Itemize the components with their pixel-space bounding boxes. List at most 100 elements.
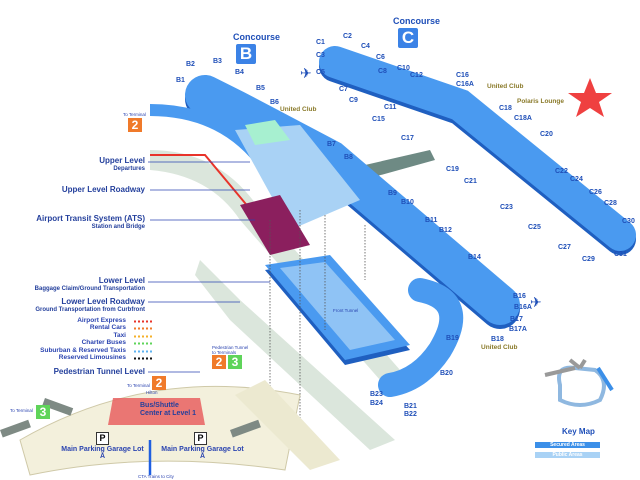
key-map-diagram — [544, 358, 614, 407]
legend-suburban-taxis: Suburban & Reserved Taxis — [40, 347, 126, 354]
legend-limousines: Reserved Limousines — [58, 354, 126, 361]
concourse-b-heading: Concourse — [233, 32, 281, 42]
gate-label: B24 — [370, 400, 383, 407]
concourse-b-tip — [378, 278, 464, 397]
ats-label: Airport Transit System (ATS) — [36, 214, 145, 223]
gate-label: C18A — [514, 115, 532, 122]
concourse-b-badge: B — [236, 44, 256, 64]
terminal-2-badge[interactable]: 2 — [128, 118, 142, 132]
gate-label: C17 — [401, 135, 414, 142]
gate-label: C9 — [349, 97, 358, 104]
gate-label: C2 — [343, 33, 352, 40]
gate-label: B10 — [401, 199, 414, 206]
hilton-label: Hilton — [146, 390, 158, 395]
gate-label: C10 — [397, 65, 410, 72]
gate-label: C30 — [622, 218, 635, 225]
legend-swatch — [133, 350, 153, 353]
front-tunnel-label: Front Tunnel — [333, 308, 359, 313]
gate-label: B17A — [509, 326, 527, 333]
gate-label: B11 — [425, 217, 438, 224]
legend-rental-cars: Rental Cars — [89, 324, 126, 331]
key-map-title: Key Map — [562, 427, 595, 436]
terminal-2-badge[interactable]: 2 — [152, 376, 166, 390]
airplane-icon: ✈ — [300, 65, 312, 81]
gate-label: B16 — [513, 293, 526, 300]
legend-charter-buses: Charter Buses — [81, 339, 126, 346]
concourse-c — [319, 46, 636, 251]
gate-label: B21 — [404, 403, 417, 410]
lower-level-inner — [280, 262, 395, 350]
garage-right-label: Main Parking Garage Lot A — [161, 446, 244, 460]
terminal-2-badge[interactable]: 2 — [212, 355, 226, 369]
legend-swatch — [133, 342, 153, 345]
to-terminal-label: To Terminal — [123, 112, 146, 117]
secured-areas-key: Secured Areas — [535, 442, 600, 448]
gate-label: B9 — [388, 190, 397, 197]
gate-label: C23 — [500, 204, 513, 211]
gate-label: B18 — [491, 336, 504, 343]
gate-label: C11 — [384, 104, 397, 111]
gate-label: C15 — [372, 116, 385, 123]
united-club-label: United Club — [487, 83, 524, 90]
gate-label: B3 — [213, 58, 222, 65]
lower-roadway — [195, 260, 395, 450]
gate-label: B23 — [370, 391, 383, 398]
gate-label: C4 — [361, 43, 370, 50]
bus-shuttle-center-label: Bus/Shuttle Center at Level 1 — [140, 402, 197, 417]
gate-label: C8 — [378, 68, 387, 75]
gate-label: C5 — [316, 69, 325, 76]
gate-label: C31 — [614, 251, 627, 258]
gate-label: B19 — [446, 335, 459, 342]
gate-label: C20 — [540, 131, 553, 138]
upper-curb-line — [150, 154, 256, 216]
parking-icon: P — [96, 432, 109, 445]
legend-swatch — [133, 357, 153, 360]
united-club-label: United Club — [280, 106, 317, 113]
gate-label: C16 — [456, 72, 469, 79]
legend-swatch — [133, 327, 153, 330]
upper-level-area — [235, 125, 360, 230]
upper-level-label: Upper Level — [99, 156, 145, 165]
gate-label: B20 — [440, 370, 453, 377]
gate-label: C21 — [464, 178, 477, 185]
gate-label: C6 — [376, 54, 385, 61]
upper-level-green — [245, 120, 290, 145]
gate-label: C26 — [589, 189, 602, 196]
terminal-3-badge[interactable]: 3 — [36, 405, 50, 419]
gate-label: C12 — [410, 72, 423, 79]
gate-label: B6 — [270, 99, 279, 106]
gate-label: B4 — [235, 69, 244, 76]
gate-label: B7 — [327, 141, 336, 148]
gate-label: C16A — [456, 81, 474, 88]
gate-label: C3 — [316, 52, 325, 59]
ats-sub: Station and Bridge — [91, 224, 145, 230]
concourse-c-badge: C — [398, 28, 418, 48]
lower-level-label: Lower Level — [98, 276, 145, 285]
gate-label: C24 — [570, 176, 583, 183]
legend-swatch — [133, 335, 153, 338]
ats-station — [240, 195, 310, 255]
united-club-label: United Club — [481, 344, 518, 351]
terminal-3-badge[interactable]: 3 — [228, 355, 242, 369]
legend-swatch — [133, 320, 153, 323]
legend-airport-express: Airport Express — [77, 317, 126, 324]
gate-label: C19 — [446, 166, 459, 173]
star-marker — [568, 78, 612, 117]
upper-roadway-label: Upper Level Roadway — [61, 185, 145, 194]
concourse-c-heading: Concourse — [393, 16, 441, 26]
to-terminal-label: To Terminal — [127, 383, 150, 388]
gate-label: C25 — [528, 224, 541, 231]
gate-label: B5 — [256, 85, 265, 92]
gate-label: B17 — [510, 316, 523, 323]
to-terminal-label: To Terminal — [10, 408, 33, 413]
tunnel-connectors — [0, 397, 261, 438]
gate-label: C28 — [604, 200, 617, 207]
gate-label: C7 — [339, 86, 348, 93]
legend-taxi: Taxi — [113, 332, 126, 339]
gate-label: B14 — [468, 254, 481, 261]
gate-label: B8 — [344, 154, 353, 161]
tunnel-level-label: Pedestrian Tunnel Level — [53, 367, 145, 376]
gate-label: B16A — [514, 304, 532, 311]
